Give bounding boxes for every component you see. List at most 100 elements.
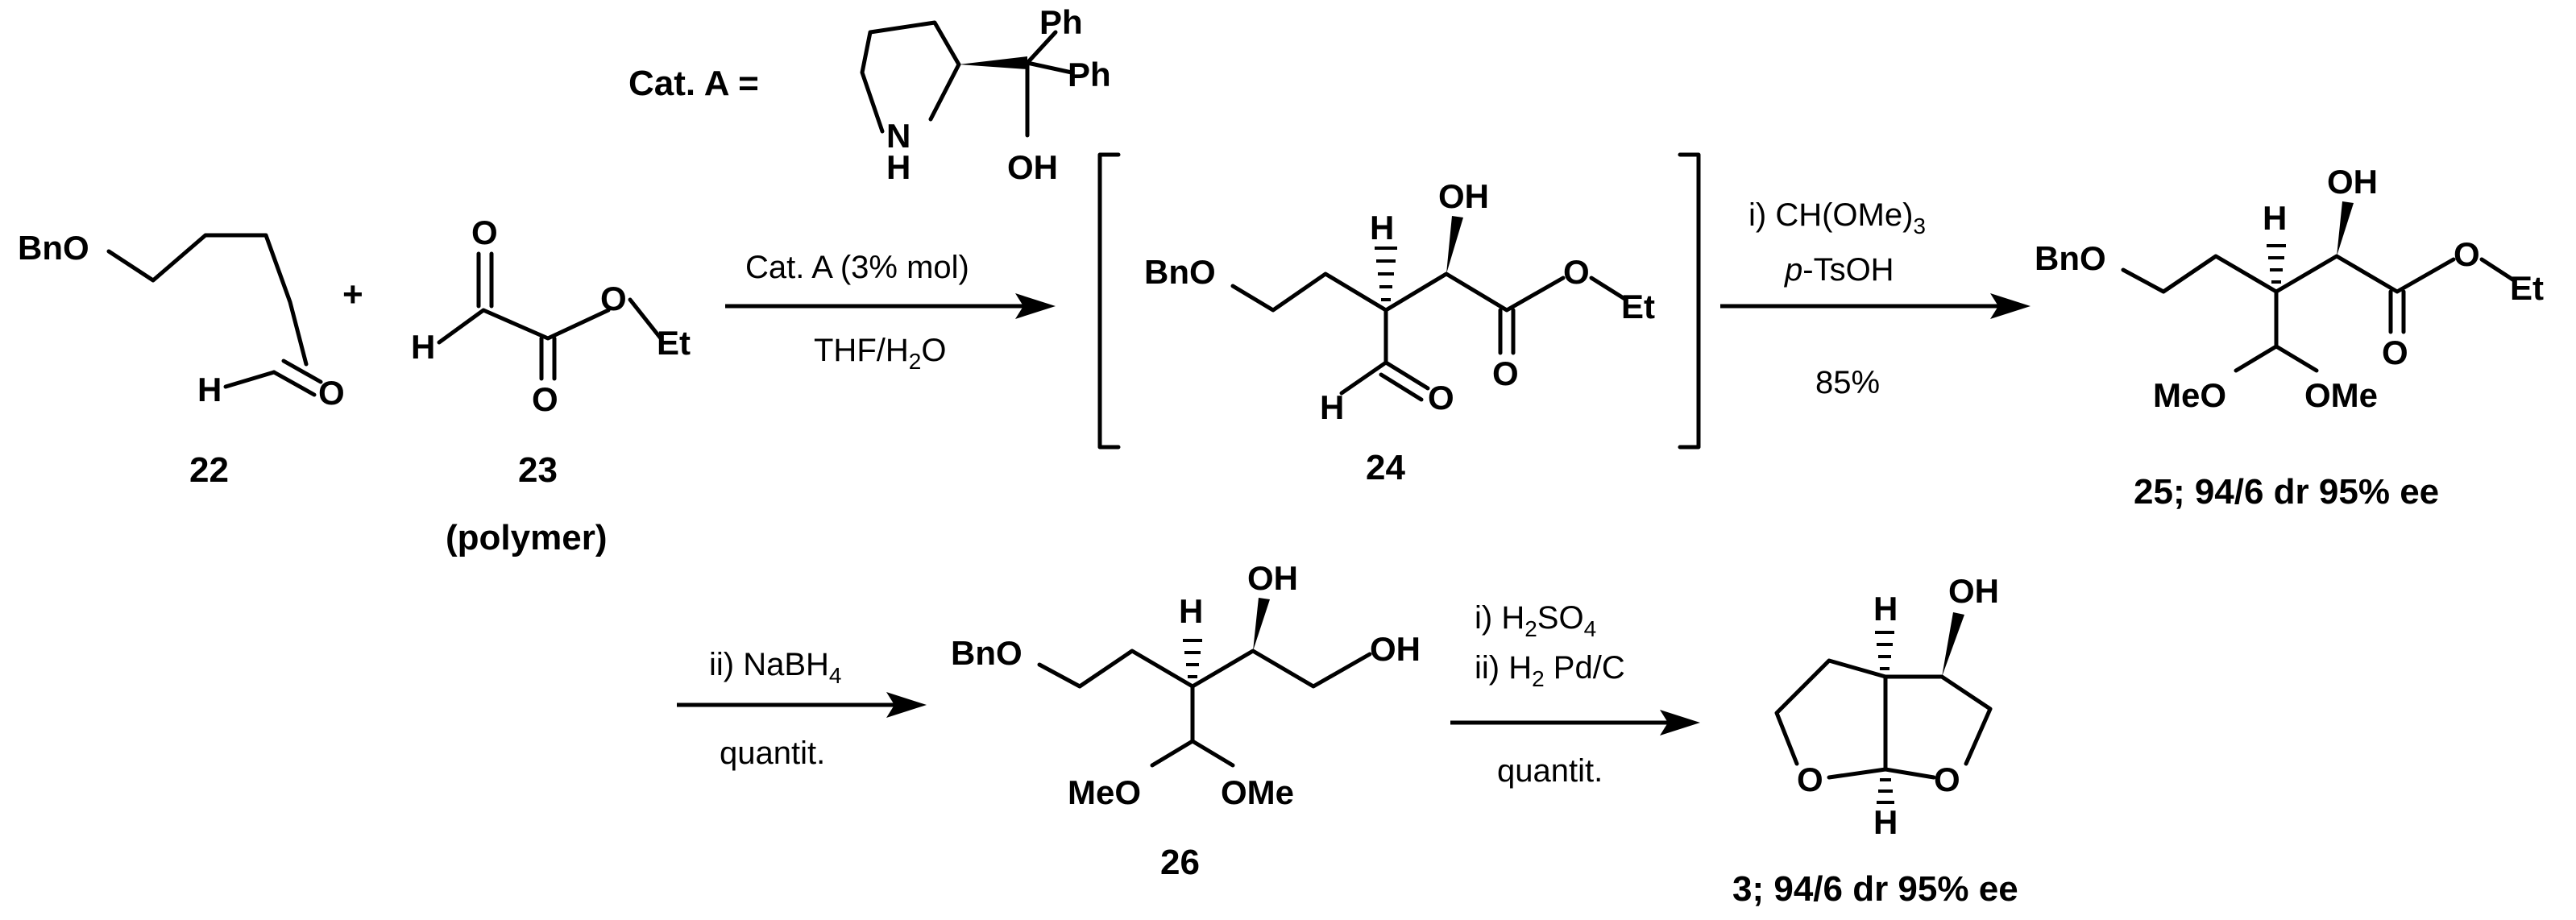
catalyst-nh-atom: H [886, 148, 911, 186]
c3-hash-bond-top [1875, 631, 1894, 670]
c25-co-double [2388, 289, 2406, 334]
c24-number: 24 [1366, 448, 1405, 487]
step1-below: THF/H2O [814, 333, 946, 374]
c24-co-double [1498, 308, 1516, 355]
c25-o-carbonyl: O [2382, 334, 2408, 371]
c26-chain-left [1037, 649, 1195, 689]
c3-o1: O [1797, 760, 1823, 798]
compound-22: BnO H O 22 [18, 229, 345, 490]
step1-above: Cat. A (3% mol) [745, 250, 969, 285]
c26-oh2: OH [1370, 630, 1421, 668]
c26-ome: OMe [1221, 773, 1294, 811]
c25-ome: OMe [2304, 376, 2378, 414]
step2-above1: i) CH(OMe)3 [1748, 197, 1926, 238]
c24-aldehyde-double [1379, 360, 1430, 402]
step2-below: 85% [1815, 365, 1880, 400]
step-3: ii) NaBH4 quantit. [677, 647, 927, 771]
c24-oh: OH [1438, 177, 1489, 215]
step-2: i) CH(OMe)3 p-TsOH 85% [1720, 197, 2031, 400]
c24-o-et-bond [1589, 276, 1628, 302]
c24-ald-h: H [1320, 388, 1344, 426]
c25-oh: OH [2327, 163, 2378, 201]
c23-note: (polymer) [446, 518, 607, 557]
c26-meo: MeO [1068, 773, 1141, 811]
step3-below: quantit. [720, 736, 825, 771]
step4-above2: ii) H2 Pd/C [1475, 650, 1625, 691]
catalyst-label: Cat. A = [628, 64, 759, 103]
c25-hash-bond [2267, 244, 2286, 284]
c26-number: 26 [1160, 843, 1200, 882]
c24-ald-o: O [1428, 379, 1454, 416]
step-4: i) H2SO4 ii) H2 Pd/C quantit. [1450, 600, 1700, 789]
step3-above: ii) NaBH4 [709, 647, 841, 688]
c22-number: 22 [189, 450, 229, 490]
c26-h: H [1179, 592, 1203, 630]
c25-backbone [2274, 254, 2456, 294]
c24-hash-bond [1375, 247, 1397, 301]
c23-o1: O [471, 213, 498, 251]
c25-o-et-bond [2479, 257, 2516, 283]
compound-26: BnO H OH OH MeO OMe 26 [951, 559, 1421, 882]
c24-et: Et [1621, 288, 1655, 325]
c25-meo: MeO [2153, 376, 2226, 414]
c3-oh-wedge [1942, 612, 1964, 677]
c3-o2: O [1934, 760, 1960, 798]
c26-backbone [1190, 649, 1372, 689]
compound-24: BnO H OH O Et O H O 24 [1144, 177, 1655, 487]
c3-number: 3; 94/6 dr 95% ee [1732, 869, 2018, 909]
c24-oh-wedge [1446, 216, 1463, 274]
c25-oh-wedge [2337, 201, 2354, 256]
c23-backbone [437, 308, 611, 345]
c22-bno: BnO [18, 229, 89, 267]
c24-o-ester: O [1563, 253, 1590, 291]
bracket-left [1097, 152, 1121, 450]
step2-arrowhead [1990, 293, 2031, 319]
c22-ch-bond [223, 370, 276, 389]
c23-co1-double [476, 251, 494, 309]
catalyst-ph2: Ph [1068, 56, 1111, 93]
c3-oh: OH [1948, 572, 1999, 610]
c23-et: Et [657, 324, 691, 362]
c25-h: H [2263, 199, 2287, 237]
catalyst-a: Cat. A = N H Ph Ph OH [628, 3, 1111, 186]
c25-et: Et [2510, 269, 2544, 307]
c25-bno: BnO [2035, 239, 2106, 277]
compound-23: O H O O Et 23 (polymer) [411, 213, 691, 557]
c3-h-top: H [1873, 590, 1898, 628]
catalyst-oh: OH [1007, 148, 1058, 186]
step1-arrowhead [1015, 293, 1056, 319]
step4-below: quantit. [1497, 753, 1603, 789]
step4-above1: i) H2SO4 [1475, 600, 1596, 641]
c25-chain-left [2121, 254, 2279, 294]
catalyst-ph1: Ph [1039, 3, 1083, 41]
c3-hash-bond-bottom [1877, 778, 1894, 804]
c24-bno: BnO [1144, 253, 1216, 291]
c26-oh1: OH [1247, 559, 1298, 597]
c24-backbone [1383, 271, 1566, 313]
c24-o-carbonyl: O [1492, 354, 1519, 392]
catalyst-wedge-bond [959, 56, 1027, 69]
catalyst-ring-bonds [860, 20, 961, 134]
c25-acetal-bonds [2234, 289, 2319, 373]
step3-arrowhead [886, 692, 927, 718]
step4-arrowhead [1660, 710, 1700, 736]
c24-chain-left [1230, 271, 1388, 313]
step2-above2: p-TsOH [1784, 252, 1894, 288]
c3-ring-bonds [1774, 658, 1993, 780]
c26-oh-wedge [1253, 598, 1270, 651]
c25-o-ester: O [2454, 235, 2480, 273]
c23-h: H [411, 328, 435, 366]
c24-aldehyde-bond [1339, 308, 1388, 396]
c22-chain [106, 233, 309, 367]
plus-sign: + [342, 275, 363, 314]
c23-o-et-bond [628, 297, 663, 341]
c23-o3: O [600, 280, 627, 317]
c24-h: H [1370, 209, 1394, 247]
compound-25: BnO H OH O Et O MeO OMe 25; 94/6 dr 95% … [2035, 163, 2544, 512]
c25-number: 25; 94/6 dr 95% ee [2134, 472, 2439, 512]
c23-co2-double [539, 336, 557, 381]
c26-hash-bond [1183, 639, 1202, 678]
c22-o: O [318, 374, 345, 412]
compound-3: H OH O O H 3; 94/6 dr 95% ee [1732, 572, 2018, 909]
